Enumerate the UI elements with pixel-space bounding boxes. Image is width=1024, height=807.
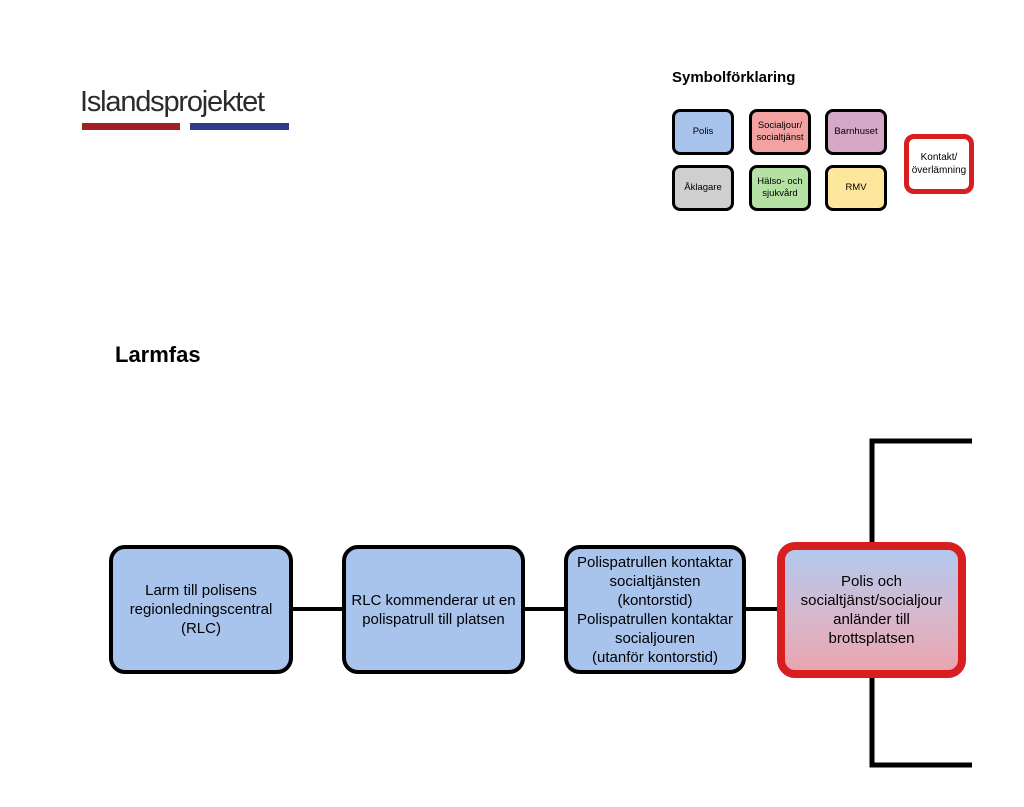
legend-item-label: Polis [692, 126, 714, 137]
legend-item-label: Kontakt/ överlämning [911, 152, 967, 176]
phase-title: Larmfas [115, 342, 201, 367]
branch-line-down [869, 676, 972, 768]
logo-text: Islandsprojektet [80, 86, 265, 118]
legend-item-label: Åklagare [684, 182, 722, 193]
logo: Islandsprojektet [80, 84, 292, 134]
flow-step-rlc: RLC kommenderar ut en polispatrull till … [342, 545, 525, 674]
legend-item-label: Hälso- och sjukvård [757, 176, 803, 199]
legend-item-label: RMV [845, 182, 867, 193]
flow-step-label: Polispatrullen kontaktar socialtjänsten … [577, 553, 733, 666]
flow-step-label: RLC kommenderar ut en polispatrull till … [351, 591, 516, 628]
logo-bar-red [82, 123, 180, 130]
legend-item-rmv: RMV [825, 165, 887, 211]
branch-line-up [869, 438, 972, 545]
legend-item-polis: Polis [672, 109, 734, 155]
flow-step-larm: Larm till polisens regionledningscentral… [109, 545, 293, 674]
legend-title: Symbolförklaring [672, 69, 796, 86]
legend-item-socialjour: Socialjour/ socialtjänst [749, 109, 811, 155]
legend-item-contact: Kontakt/ överlämning [904, 134, 974, 194]
logo-bar-blue [190, 123, 289, 130]
legend-item-label: Barnhuset [834, 126, 878, 137]
legend-item-aklagare: Åklagare [672, 165, 734, 211]
legend-item-barnhuset: Barnhuset [825, 109, 887, 155]
flow-step-ankomst: Polis och socialtjänst/socialjour anländ… [777, 542, 966, 678]
legend-item-label: Socialjour/ socialtjänst [756, 120, 804, 143]
flow-step-label: Larm till polisens regionledningscentral… [129, 582, 273, 637]
legend-item-halso-sjukvard: Hälso- och sjukvård [749, 165, 811, 211]
flow-step-label: Polis och socialtjänst/socialjour anländ… [800, 573, 943, 647]
flow-step-polispatrull: Polispatrullen kontaktar socialtjänsten … [564, 545, 746, 674]
